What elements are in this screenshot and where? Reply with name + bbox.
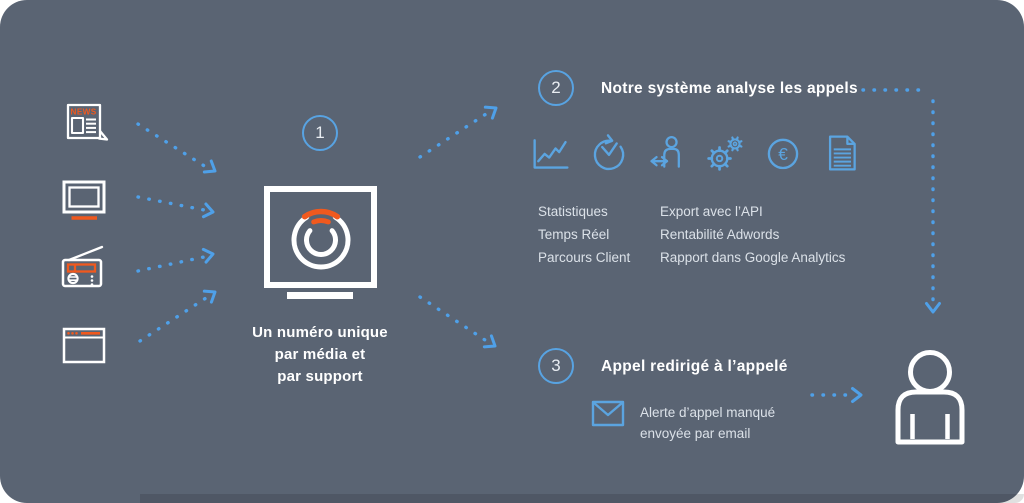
arrowhead [482,334,497,349]
caption-line: par média et [274,346,366,363]
step-3-badge: 3 [538,348,574,384]
step-2-number: 2 [551,78,561,97]
features-column-right: Export avec l’API Rentabilité Adwords Ra… [660,200,845,269]
feature-item: Parcours Client [538,250,631,265]
call-tracking-logo [291,208,350,270]
monitor-stand [287,292,353,299]
arrow-tv-to-monitor [136,195,206,212]
arrow-newspaper-to-monitor [136,122,208,169]
call-tracking-monitor-icon [264,186,377,288]
news-label: NEWS [71,108,97,117]
website-browser-icon [62,327,106,367]
caption-line: par support [277,368,363,385]
euro-symbol: € [778,144,788,164]
feature-item: Statistiques [538,204,608,219]
arrowhead [202,289,217,304]
caption-line: Un numéro unique [252,324,388,341]
radio-icon [60,243,106,291]
arrow-website-to-monitor [138,296,208,343]
features-column-left: Statistiques Temps Réel Parcours Client [538,200,630,269]
step-2-title: Notre système analyse les appels [601,80,858,97]
euro-currency-icon: € [763,131,803,175]
tv-icon [62,178,106,222]
statistics-chart-icon [531,131,571,175]
customer-journey-icon [647,131,687,175]
arrowhead [202,159,217,174]
analysis-icons-row: € [531,131,861,175]
feature-item: Rapport dans Google Analytics [660,250,846,265]
arrowhead [483,105,498,120]
step-3-title: Appel redirigé à l’appelé [601,358,788,375]
step-1-number: 1 [315,123,325,142]
newspaper-icon: NEWS [62,100,110,148]
real-time-clock-icon [589,131,629,175]
report-document-icon [821,131,861,175]
feature-item: Rentabilité Adwords [660,227,780,242]
arrowhead [201,202,215,219]
arrowhead [925,302,941,314]
arrowhead [851,387,863,403]
note-line: Alerte d’appel manqué [640,405,776,420]
arrow-monitor-to-step2 [418,112,488,159]
email-envelope-icon [591,400,625,427]
arrow-monitor-to-step3 [418,295,487,342]
feature-item: Temps Réel [538,227,610,242]
missed-call-note: Alerte d’appel manqué envoyée par email [640,402,775,444]
arrowhead [201,247,215,264]
feature-item: Export avec l’API [660,204,763,219]
note-line: envoyée par email [640,426,751,441]
settings-gears-icon [705,131,745,175]
step-1-badge: 1 [302,115,338,151]
callee-person-icon [893,350,967,445]
arrow-radio-to-monitor [136,255,206,273]
step-3-number: 3 [551,356,561,375]
step-1-caption: Un numéro unique par média et par suppor… [225,322,415,388]
step-2-badge: 2 [538,70,574,106]
